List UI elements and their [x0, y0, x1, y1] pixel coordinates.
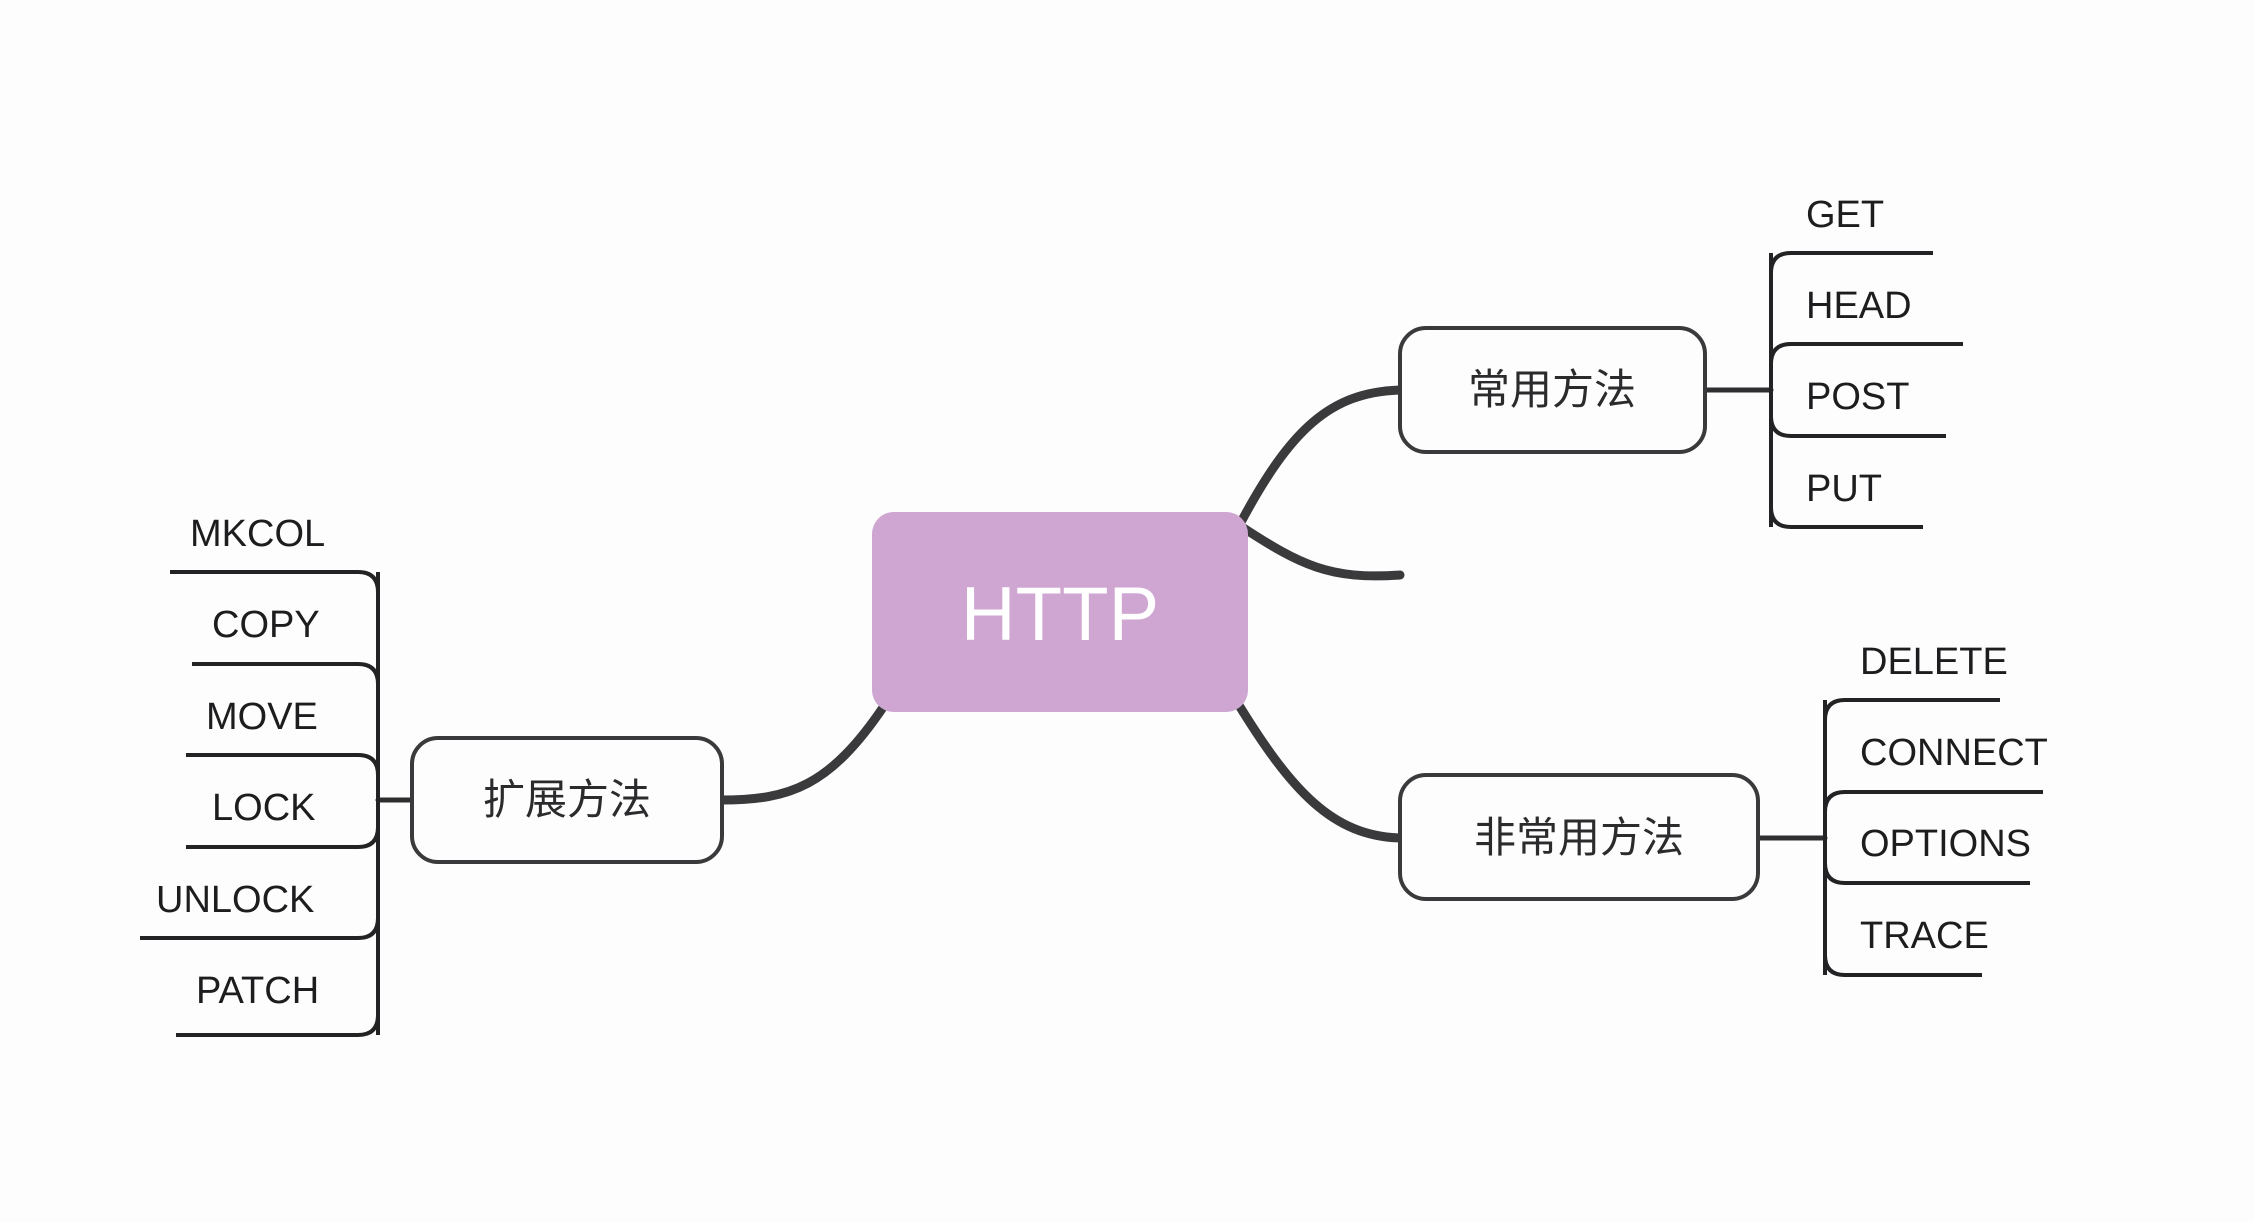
connector-root-to-common-methods: [1237, 522, 1405, 581]
leaf-extension-methods-lock[interactable]: LOCK: [212, 787, 315, 829]
leaf-label-mkcol: MKCOL: [190, 513, 325, 555]
connector-group: [717, 385, 1405, 843]
leaf-label-head: HEAD: [1806, 285, 1912, 327]
leaf-label-options: OPTIONS: [1860, 823, 2031, 865]
leaf-common-methods-put[interactable]: PUT: [1806, 468, 1882, 510]
leaf-line-options: [1823, 862, 2030, 885]
leaf-line-copy: [192, 662, 380, 685]
branch-node-extension-methods[interactable]: 扩展方法: [410, 736, 724, 864]
connector-root-to-common-methods-main: [1235, 385, 1405, 529]
leaf-line-post: [1769, 415, 1946, 438]
leaf-extension-methods-unlock[interactable]: UNLOCK: [156, 879, 314, 921]
leaf-line-delete: [1823, 698, 2000, 721]
leaf-label-delete: DELETE: [1860, 641, 2008, 683]
leaf-label-post: POST: [1806, 376, 1909, 418]
leaf-line-trace: [1823, 954, 1982, 977]
connector-root-to-extension-methods: [717, 701, 889, 805]
leaf-uncommon-methods-options[interactable]: OPTIONS: [1860, 823, 2031, 865]
root-node[interactable]: HTTP: [872, 512, 1248, 712]
branch-extension-methods: 扩展方法 MKCOL COPY MOVE LOCK UNLOCK PATCH: [140, 513, 724, 1037]
branch-uncommon-methods: 非常用方法 DELETE CONNECT OPTIONS TRACE: [1398, 641, 2048, 977]
leaf-label-copy: COPY: [212, 604, 320, 646]
branch-node-uncommon-methods-label: 非常用方法: [1474, 814, 1684, 861]
leaf-extension-methods-patch[interactable]: PATCH: [196, 970, 319, 1012]
leaf-line-unlock: [140, 917, 380, 940]
branch-node-extension-methods-label: 扩展方法: [483, 776, 651, 823]
leaf-uncommon-methods-trace[interactable]: TRACE: [1860, 915, 1989, 957]
leaf-line-get: [1769, 251, 1933, 274]
leaf-label-unlock: UNLOCK: [156, 879, 314, 921]
leaf-label-connect: CONNECT: [1860, 732, 2048, 774]
branch-node-common-methods-label: 常用方法: [1468, 366, 1636, 413]
leaf-label-move: MOVE: [206, 696, 318, 738]
branch-node-extension-methods-rect: [410, 736, 724, 864]
leaf-common-methods-post[interactable]: POST: [1806, 376, 1909, 418]
branch-common-methods: 常用方法 GET HEAD POST PUT: [1398, 194, 1963, 529]
connector-root-to-uncommon-methods: [1232, 697, 1405, 843]
leaf-uncommon-methods-connect[interactable]: CONNECT: [1860, 732, 2048, 774]
leaf-line-move: [186, 753, 380, 776]
branch-node-uncommon-methods-rect: [1398, 773, 1760, 901]
leaf-line-patch: [176, 1014, 380, 1037]
leaf-uncommon-methods-delete[interactable]: DELETE: [1860, 641, 2008, 683]
leaf-label-patch: PATCH: [196, 970, 319, 1012]
leaf-label-put: PUT: [1806, 468, 1882, 510]
root-node-rect: [872, 512, 1248, 712]
root-node-label: HTTP: [961, 572, 1159, 657]
leaf-line-connect: [1823, 790, 2043, 813]
leaf-line-lock: [186, 826, 380, 849]
leaf-extension-methods-copy[interactable]: COPY: [212, 604, 320, 646]
branch-node-common-methods[interactable]: 常用方法: [1398, 326, 1707, 454]
leaf-line-head: [1769, 342, 1963, 365]
leaf-extension-methods-move[interactable]: MOVE: [206, 696, 318, 738]
leaf-label-lock: LOCK: [212, 787, 315, 829]
leaf-extension-methods-mkcol[interactable]: MKCOL: [190, 513, 325, 555]
leaf-common-methods-head[interactable]: HEAD: [1806, 285, 1912, 327]
branch-node-uncommon-methods[interactable]: 非常用方法: [1398, 773, 1760, 901]
leaf-common-methods-get[interactable]: GET: [1806, 194, 1884, 236]
leaf-line-put: [1769, 506, 1923, 529]
branch-node-common-methods-rect: [1398, 326, 1707, 454]
leaf-line-mkcol: [170, 570, 380, 593]
leaf-label-trace: TRACE: [1860, 915, 1989, 957]
leaf-label-get: GET: [1806, 194, 1884, 236]
